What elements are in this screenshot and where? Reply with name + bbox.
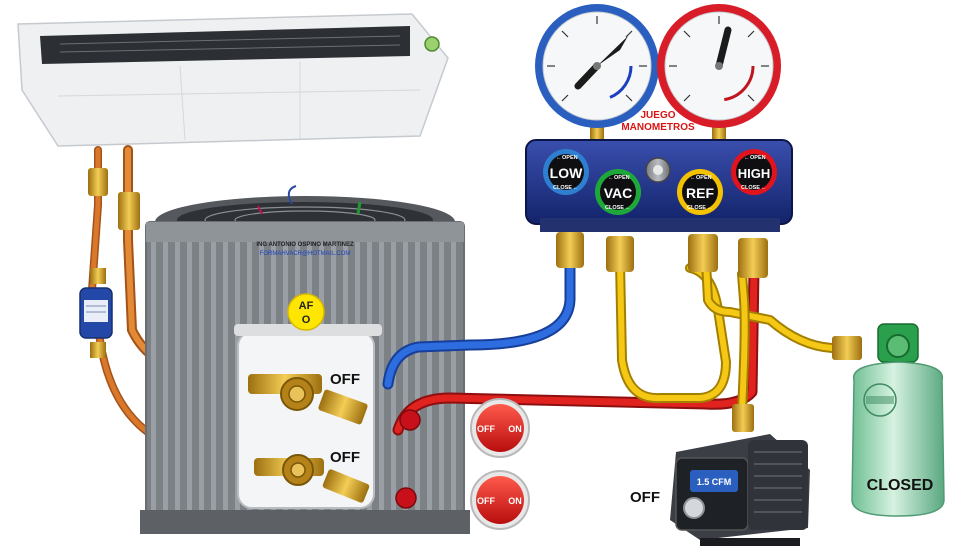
- svg-text:←: ←: [608, 175, 614, 181]
- pump-sight-glass-icon: [683, 497, 705, 519]
- hose-couplers: [556, 232, 862, 432]
- knob-ref-label: REF: [686, 185, 714, 201]
- indicator-light-icon: [424, 36, 440, 52]
- knob-high-close-label: CLOSE: [741, 185, 760, 191]
- knob-vac-open-label: OPEN: [614, 175, 630, 181]
- switch-2-on-label: ON: [508, 496, 522, 506]
- switch-2[interactable]: OFF ON: [470, 470, 530, 530]
- knob-ref-open-label: OPEN: [696, 175, 712, 181]
- suction-service-valve[interactable]: [248, 374, 368, 425]
- switch-2-off-label: OFF: [477, 496, 495, 506]
- tank-state: CLOSED: [867, 477, 934, 494]
- knob-high[interactable]: ← OPEN HIGH CLOSE ←: [731, 149, 777, 195]
- nameplate-line2: FORMAHVACR@HOTMAIL.COM: [260, 251, 351, 257]
- knob-vac[interactable]: ← OPEN VAC CLOSE ←: [595, 169, 641, 215]
- indoor-unit: [17, 13, 449, 147]
- afo-badge-line1: AF: [299, 300, 314, 312]
- knob-high-open-label: OPEN: [750, 155, 766, 161]
- liquid-service-valve[interactable]: [254, 454, 370, 504]
- nameplate-line1: ING ANTONIO OSPINO MARTINEZ: [256, 242, 354, 248]
- refrigerant-tank: [851, 323, 945, 517]
- svg-text:←: ←: [761, 185, 767, 191]
- knob-ref[interactable]: ← OPEN REF CLOSE ←: [677, 169, 723, 215]
- liquid-valve-state: OFF: [330, 449, 360, 466]
- pump-state: OFF: [630, 489, 660, 506]
- knob-low[interactable]: ← OPEN LOW CLOSE ←: [543, 149, 589, 195]
- afo-badge: [287, 293, 325, 331]
- knob-low-close-label: CLOSE: [553, 185, 572, 191]
- switch-1-on-label: ON: [508, 424, 522, 434]
- manifold-caption-line1: JUEGO: [640, 110, 675, 121]
- svg-text:←: ←: [690, 175, 696, 181]
- knob-low-open-label: OPEN: [562, 155, 578, 161]
- svg-text:←: ←: [556, 155, 562, 161]
- afo-badge-line2: O: [302, 314, 311, 326]
- knob-high-label: HIGH: [738, 166, 771, 181]
- svg-text:←: ←: [707, 205, 713, 211]
- knob-low-label: LOW: [550, 165, 583, 181]
- port-valve-knobs: [395, 409, 421, 509]
- vacuum-pump: [670, 434, 810, 546]
- knob-ref-close-label: CLOSE: [687, 205, 706, 211]
- manifold-body: [525, 139, 793, 232]
- flare-fittings: [88, 168, 140, 358]
- low-pressure-gauge: [535, 4, 659, 144]
- high-pressure-gauge: [657, 4, 781, 144]
- suction-valve-state: OFF: [330, 371, 360, 388]
- svg-text:←: ←: [744, 155, 750, 161]
- pump-badge: 1.5 CFM: [697, 477, 732, 487]
- filter-drier: [79, 287, 113, 339]
- switch-1-off-label: OFF: [477, 424, 495, 434]
- knob-vac-close-label: CLOSE: [605, 205, 624, 211]
- svg-text:←: ←: [573, 185, 579, 191]
- tank-valve-icon: [886, 334, 910, 358]
- manifold-caption-line2: MANOMETROS: [621, 122, 695, 133]
- knob-vac-label: VAC: [604, 185, 633, 201]
- switch-1[interactable]: OFF ON: [470, 398, 530, 458]
- svg-text:←: ←: [625, 205, 631, 211]
